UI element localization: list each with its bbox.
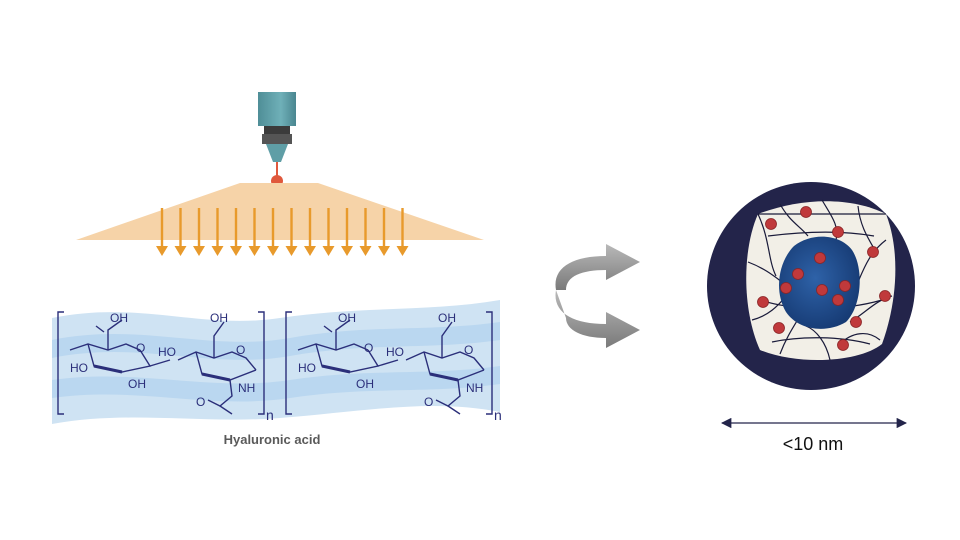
down-arrow (378, 208, 390, 256)
atom-label-ho_a: HO (70, 361, 88, 375)
transformation-arrows (555, 244, 640, 348)
laser-neck (262, 134, 292, 144)
down-arrow (359, 208, 372, 256)
atom-label-carbonyl: O (196, 395, 205, 409)
payload-dot (765, 218, 777, 230)
bracket-left (285, 311, 292, 415)
payload-dot (832, 226, 844, 238)
payload-dot (839, 280, 851, 292)
laser-head (258, 92, 296, 126)
atom-label-ho_a: HO (298, 361, 316, 375)
payload-dot (850, 316, 862, 328)
polymer-band (52, 300, 500, 424)
atom-label-ring_o2: O (464, 343, 473, 357)
atom-label-carboxyl: OH (110, 311, 128, 325)
scale-label: <10 nm (783, 434, 844, 454)
payload-dot (792, 268, 804, 280)
down-arrow (285, 208, 298, 256)
down-arrow (248, 208, 261, 256)
payload-dot (867, 246, 879, 258)
down-arrow (396, 208, 409, 256)
payload-dot (814, 252, 826, 264)
laser-nozzle (266, 144, 288, 162)
beam-cone (76, 183, 484, 240)
atom-label-nh: NH (466, 381, 483, 395)
down-arrow (322, 208, 335, 256)
atom-label-carboxyl: OH (338, 311, 356, 325)
payload-dots (757, 206, 891, 351)
band-stripe-1 (52, 322, 500, 360)
band-stripe-2 (52, 366, 500, 402)
repeat-subscript: n (266, 407, 274, 423)
payload-dot (773, 322, 785, 334)
atom-label-carbonyl: O (424, 395, 433, 409)
laser-device (258, 92, 296, 187)
payload-dot (832, 294, 844, 306)
down-arrow (304, 208, 316, 256)
atom-label-oh_b: OH (128, 377, 146, 391)
down-arrow (193, 208, 205, 256)
curved-arrow-bottom (555, 290, 640, 348)
irradiation-arrows (156, 208, 409, 256)
left-caption: Hyaluronic acid (224, 432, 321, 447)
down-arrow (174, 208, 187, 256)
atom-label-oh_top: OH (210, 311, 228, 325)
atom-label-ring_o1: O (136, 341, 145, 355)
payload-dot (879, 290, 891, 302)
atom-label-oh_top: OH (438, 311, 456, 325)
payload-dot (837, 339, 849, 351)
nanoparticle (707, 182, 915, 390)
bracket-right (486, 311, 493, 415)
atom-label-ho_c: HO (158, 345, 176, 359)
down-arrow (267, 208, 279, 256)
repeat-subscript: n (494, 407, 502, 423)
atom-label-ho_c: HO (386, 345, 404, 359)
atom-label-ring_o2: O (236, 343, 245, 357)
bracket-left (57, 311, 64, 415)
bracket-right (258, 311, 265, 415)
laser-collar (264, 126, 290, 134)
payload-dot (800, 206, 812, 218)
atom-label-oh_b: OH (356, 377, 374, 391)
down-arrow (211, 208, 224, 256)
atom-label-nh: NH (238, 381, 255, 395)
curved-arrow-top (555, 244, 640, 290)
atom-label-ring_o1: O (364, 341, 373, 355)
payload-dot (757, 296, 769, 308)
down-arrow (341, 208, 353, 256)
payload-dot (816, 284, 828, 296)
scale-bar: <10 nm (720, 417, 908, 454)
down-arrow (156, 208, 168, 256)
payload-dot (780, 282, 792, 294)
particle-core (779, 236, 860, 329)
down-arrow (230, 208, 242, 256)
